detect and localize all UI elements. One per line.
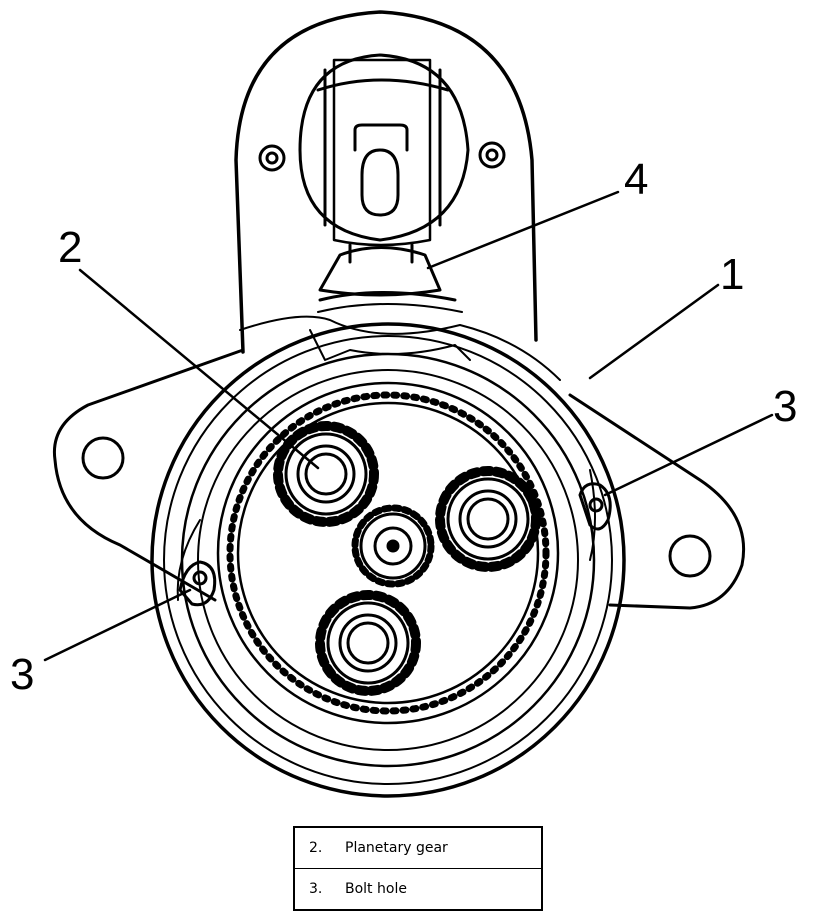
leader-line-3-right <box>603 413 774 497</box>
legend-text: Bolt hole <box>345 881 407 897</box>
callout-3-left: 3 <box>10 650 34 699</box>
starter-motor-diagram: 2 4 1 3 3 <box>10 10 797 798</box>
callout-3-right: 3 <box>773 382 797 431</box>
legend-text: Planetary gear <box>345 840 448 856</box>
legend-row: 3. Bolt hole <box>293 868 543 911</box>
leader-line-2 <box>78 268 320 470</box>
callout-4: 4 <box>624 155 648 204</box>
callout-1: 1 <box>720 250 744 299</box>
legend-number: 2. <box>309 840 323 856</box>
legend-cell: 2. Planetary gear <box>293 826 543 869</box>
legend-row: 2. Planetary gear <box>293 826 543 869</box>
flange-bolt-hole-left <box>81 436 125 480</box>
solenoid-housing <box>234 10 538 354</box>
bolt-hole-right <box>578 482 612 531</box>
callout-2: 2 <box>58 223 82 272</box>
planetary-gear-top-left <box>273 421 379 527</box>
ring-gear <box>216 381 560 725</box>
mounting-flange <box>52 348 746 610</box>
leader-line-1 <box>588 283 720 380</box>
legend-table: 2. Planetary gear 3. Bolt hole <box>293 826 543 911</box>
leader-line-4 <box>426 190 620 270</box>
bolt-hole-left <box>178 560 217 607</box>
sun-gear <box>351 504 435 588</box>
flange-bolt-hole-right <box>668 534 712 578</box>
leader-lines <box>43 190 774 662</box>
gear-housing <box>150 315 626 798</box>
legend-number: 3. <box>309 881 323 897</box>
legend-cell: 3. Bolt hole <box>293 868 543 911</box>
planetary-gear-right <box>435 466 541 572</box>
leader-line-3-left <box>43 588 192 662</box>
planetary-gear-bottom <box>315 590 421 696</box>
